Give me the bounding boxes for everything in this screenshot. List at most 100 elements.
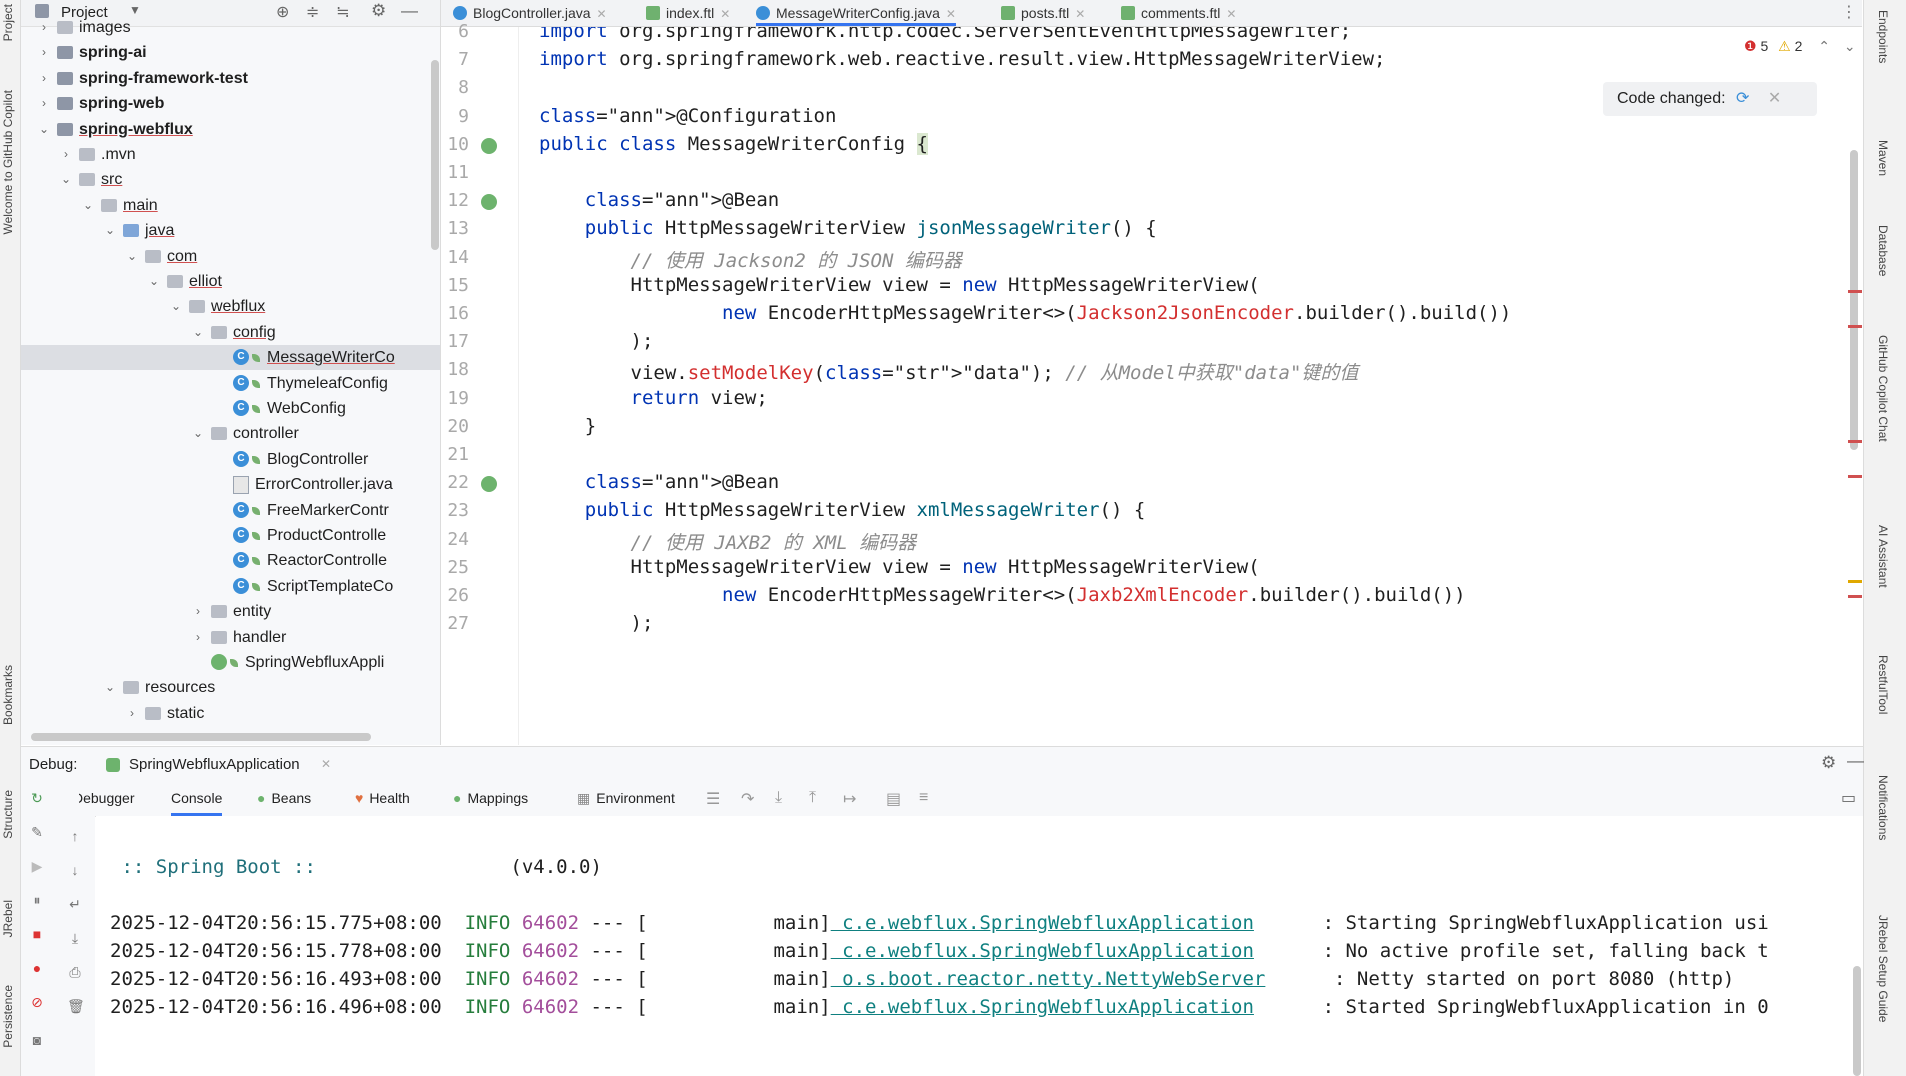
run-config-name[interactable]: SpringWebfluxApplication bbox=[129, 756, 300, 773]
tree-item[interactable]: ⌄resources bbox=[21, 675, 440, 700]
collapse-all-icon[interactable]: ≒ bbox=[336, 4, 350, 21]
maven-tool-button[interactable]: Maven bbox=[1876, 140, 1890, 177]
chevron-right-icon[interactable]: › bbox=[196, 629, 200, 644]
editor-vertical-scrollbar[interactable] bbox=[1850, 150, 1858, 450]
arrow-down-icon[interactable]: ↓ bbox=[71, 862, 79, 878]
log-logger[interactable]: c.e.webflux.SpringWebfluxApplication bbox=[830, 940, 1254, 962]
minimize-icon[interactable]: — bbox=[1847, 751, 1864, 770]
arrow-up-icon[interactable]: ↑ bbox=[71, 828, 79, 844]
tree-item[interactable]: ⌄java bbox=[21, 218, 440, 243]
locate-icon[interactable]: ⊕ bbox=[276, 4, 290, 21]
expand-all-icon[interactable]: ≑ bbox=[306, 4, 320, 21]
close-icon[interactable]: ✕ bbox=[321, 757, 332, 771]
jrebel-setup-guide-tool-button[interactable]: JRebel Setup Guide bbox=[1876, 915, 1890, 1023]
chevron-down-icon[interactable]: ⌄ bbox=[38, 121, 50, 136]
evaluate-icon[interactable]: ▤ bbox=[886, 791, 902, 808]
tree-item[interactable]: ⌄elliot bbox=[21, 269, 440, 294]
tab-environment[interactable]: ▦Environment bbox=[577, 790, 675, 806]
run-to-cursor-icon[interactable]: ↦ bbox=[843, 791, 857, 808]
tree-item[interactable]: ›images bbox=[21, 15, 440, 40]
tree-item[interactable]: ⌄main bbox=[21, 193, 440, 218]
chevron-right-icon[interactable]: › bbox=[42, 45, 46, 60]
close-icon[interactable]: ✕ bbox=[1767, 90, 1782, 107]
project-tool-button[interactable]: Project bbox=[1, 4, 15, 42]
tab-messagewriterconfig[interactable]: MessageWriterConfig.java✕ bbox=[756, 0, 956, 26]
trash-icon[interactable]: 🗑 bbox=[67, 998, 85, 1014]
chevron-right-icon[interactable]: › bbox=[42, 96, 46, 111]
restfultool-tool-button[interactable]: RestfulTool bbox=[1876, 655, 1890, 715]
notifications-tool-button[interactable]: Notifications bbox=[1876, 775, 1890, 841]
chevron-right-icon[interactable]: › bbox=[42, 70, 46, 85]
chevron-right-icon[interactable]: › bbox=[196, 604, 200, 619]
tree-item[interactable]: SpringWebfluxAppli bbox=[21, 650, 440, 675]
error-marker[interactable] bbox=[1848, 290, 1862, 293]
log-logger[interactable]: c.e.webflux.SpringWebfluxApplication bbox=[830, 912, 1254, 934]
bean-icon[interactable] bbox=[481, 194, 497, 211]
chevron-down-icon[interactable]: ⌄ bbox=[60, 172, 72, 187]
tab-posts-ftl[interactable]: posts.ftl✕ bbox=[1001, 0, 1085, 26]
tree-item[interactable]: ›entity bbox=[21, 599, 440, 624]
tab-mappings[interactable]: ●Mappings bbox=[453, 790, 529, 806]
camera-icon[interactable]: ◙ bbox=[32, 1032, 42, 1048]
tree-item[interactable]: ⌄webflux bbox=[21, 294, 440, 319]
close-icon[interactable]: ✕ bbox=[596, 7, 607, 21]
error-marker[interactable] bbox=[1848, 595, 1862, 598]
chevron-right-icon[interactable]: › bbox=[64, 147, 68, 161]
chevron-down-icon[interactable]: ⌄ bbox=[192, 324, 204, 339]
tree-item[interactable]: ⌄controller bbox=[21, 421, 440, 446]
tree-item[interactable]: ⌄spring-webflux bbox=[21, 117, 440, 142]
persistence-tool-button[interactable]: Persistence bbox=[1, 985, 15, 1048]
tab-beans[interactable]: ●Beans bbox=[257, 790, 312, 806]
close-icon[interactable]: ✕ bbox=[1075, 7, 1086, 21]
endpoints-tool-button[interactable]: Endpoints bbox=[1876, 10, 1890, 64]
chevron-right-icon[interactable]: › bbox=[42, 20, 46, 34]
tab-console[interactable]: Console bbox=[171, 780, 223, 816]
log-logger[interactable]: c.e.webflux.SpringWebfluxApplication bbox=[830, 996, 1254, 1018]
resume-icon[interactable]: ▶ bbox=[31, 858, 43, 874]
github-copilot-chat-tool-button[interactable]: GitHub Copilot Chat bbox=[1876, 335, 1890, 442]
tree-item[interactable]: ›static bbox=[21, 701, 440, 726]
warning-marker[interactable] bbox=[1848, 580, 1862, 583]
gear-icon[interactable]: ⚙ bbox=[1821, 753, 1837, 772]
more-tabs-icon[interactable]: ⋮ bbox=[1841, 4, 1857, 21]
chevron-down-icon[interactable]: ▼ bbox=[129, 3, 141, 17]
step-out-icon[interactable]: ⤒ bbox=[809, 789, 817, 806]
menu-icon[interactable]: ☰ bbox=[706, 791, 721, 808]
tree-item[interactable]: ›spring-ai bbox=[21, 40, 440, 65]
tab-blogcontroller[interactable]: BlogController.java✕ bbox=[453, 0, 607, 26]
close-icon[interactable]: ✕ bbox=[720, 7, 731, 21]
chevron-down-icon[interactable]: ⌄ bbox=[170, 299, 182, 314]
tree-item[interactable]: ErrorController.java bbox=[21, 472, 440, 497]
chevron-down-icon[interactable]: ⌄ bbox=[148, 274, 160, 288]
tree-item[interactable]: ›handler bbox=[21, 625, 440, 650]
close-icon[interactable]: ✕ bbox=[1226, 7, 1237, 21]
ai-assistant-tool-button[interactable]: AI Assistant bbox=[1876, 525, 1890, 588]
rerun-icon[interactable]: ↻ bbox=[31, 790, 43, 806]
pause-icon[interactable]: ⏸ bbox=[33, 892, 41, 908]
chevron-down-icon[interactable]: ⌄ bbox=[1843, 38, 1856, 54]
gear-icon[interactable]: ⚙ bbox=[371, 1, 387, 20]
tree-item[interactable]: ⌄config bbox=[21, 320, 440, 345]
print-icon[interactable]: ⎙ bbox=[69, 964, 81, 980]
log-logger[interactable]: o.s.boot.reactor.netty.NettyWebServer bbox=[830, 968, 1266, 990]
minimize-icon[interactable]: — bbox=[401, 1, 418, 20]
chevron-down-icon[interactable]: ⌄ bbox=[126, 248, 138, 263]
tree-item[interactable]: ⌄src bbox=[21, 167, 440, 192]
step-into-icon[interactable]: ⤓ bbox=[775, 789, 783, 806]
bean-icon[interactable] bbox=[481, 476, 497, 493]
chevron-down-icon[interactable]: ⌄ bbox=[192, 426, 204, 441]
tab-index-ftl[interactable]: index.ftl✕ bbox=[646, 0, 730, 26]
trace-icon[interactable]: ≡ bbox=[919, 789, 929, 806]
tree-horizontal-scrollbar[interactable] bbox=[31, 733, 371, 741]
chevron-down-icon[interactable]: ⌄ bbox=[104, 680, 116, 695]
tree-item[interactable]: ⌄com bbox=[21, 244, 440, 269]
mute-breakpoints-icon[interactable]: ⊘ bbox=[31, 994, 43, 1010]
inspection-widget[interactable]: ❶ 5 ⚠ 2 ⌃ ⌄ bbox=[1744, 38, 1856, 55]
view-breakpoints-icon[interactable]: ● bbox=[32, 960, 42, 976]
error-marker[interactable] bbox=[1848, 325, 1862, 328]
